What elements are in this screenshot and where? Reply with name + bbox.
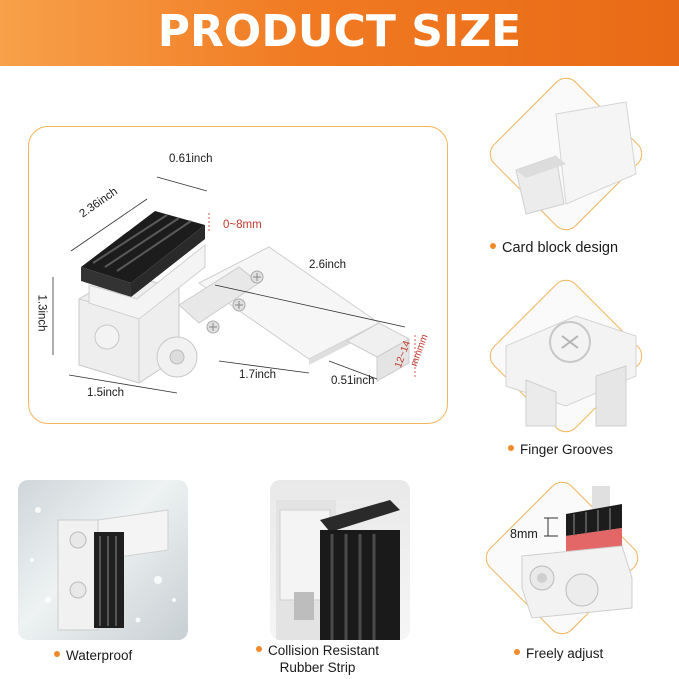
feature-text: Finger Grooves xyxy=(520,442,614,457)
bullet-icon xyxy=(54,651,60,658)
dim-tab-width: 0.51inch xyxy=(331,375,375,387)
dim-plate-length: 2.6inch xyxy=(309,259,347,271)
bottom-text: Freely adjust xyxy=(526,646,604,661)
bullet-icon xyxy=(508,445,514,452)
rubber-strip-image xyxy=(276,500,400,640)
dimension-diagram-card: 0.61inch 2.36inch 0~8mm 1.3inch 2.6inch … xyxy=(28,126,448,424)
bottom-text-line2: Rubber Strip xyxy=(279,660,356,675)
header-banner: PRODUCT SIZE xyxy=(0,0,679,66)
freely-adjust-image xyxy=(521,486,633,619)
page-title: PRODUCT SIZE xyxy=(157,6,522,57)
bullet-icon xyxy=(514,649,520,656)
bottom-label-waterproof: Waterproof xyxy=(54,648,132,663)
bottom-text: Collision Resistant xyxy=(268,643,380,658)
dim-gap: 0~8mm xyxy=(223,219,262,231)
adjust-measure-label: 8mm xyxy=(510,527,538,541)
card-block-image xyxy=(515,101,637,215)
finger-grooves-image xyxy=(505,315,637,427)
feature-label-card-block: Card block design xyxy=(490,240,618,256)
feature-label-finger-grooves: Finger Grooves xyxy=(508,442,613,457)
waterproof-image xyxy=(30,507,176,631)
hinge-dimension-drawing xyxy=(52,176,416,394)
feature-text: Card block design xyxy=(502,240,619,256)
dim-height: 1.3inch xyxy=(35,294,48,332)
waterproof-photo xyxy=(18,480,188,640)
dim-base-width: 1.5inch xyxy=(87,387,125,399)
bottom-text: Waterproof xyxy=(66,648,133,663)
bottom-label-freely-adjust: Freely adjust xyxy=(514,646,603,661)
dim-top-width: 0.61inch xyxy=(169,153,213,165)
dim-plate-short: 1.7inch xyxy=(239,369,277,381)
bullet-icon xyxy=(490,243,496,250)
bottom-label-collision: Collision Resistant Rubber Strip xyxy=(256,642,379,676)
rubber-strip-photo xyxy=(270,480,410,640)
bullet-icon xyxy=(256,646,262,653)
